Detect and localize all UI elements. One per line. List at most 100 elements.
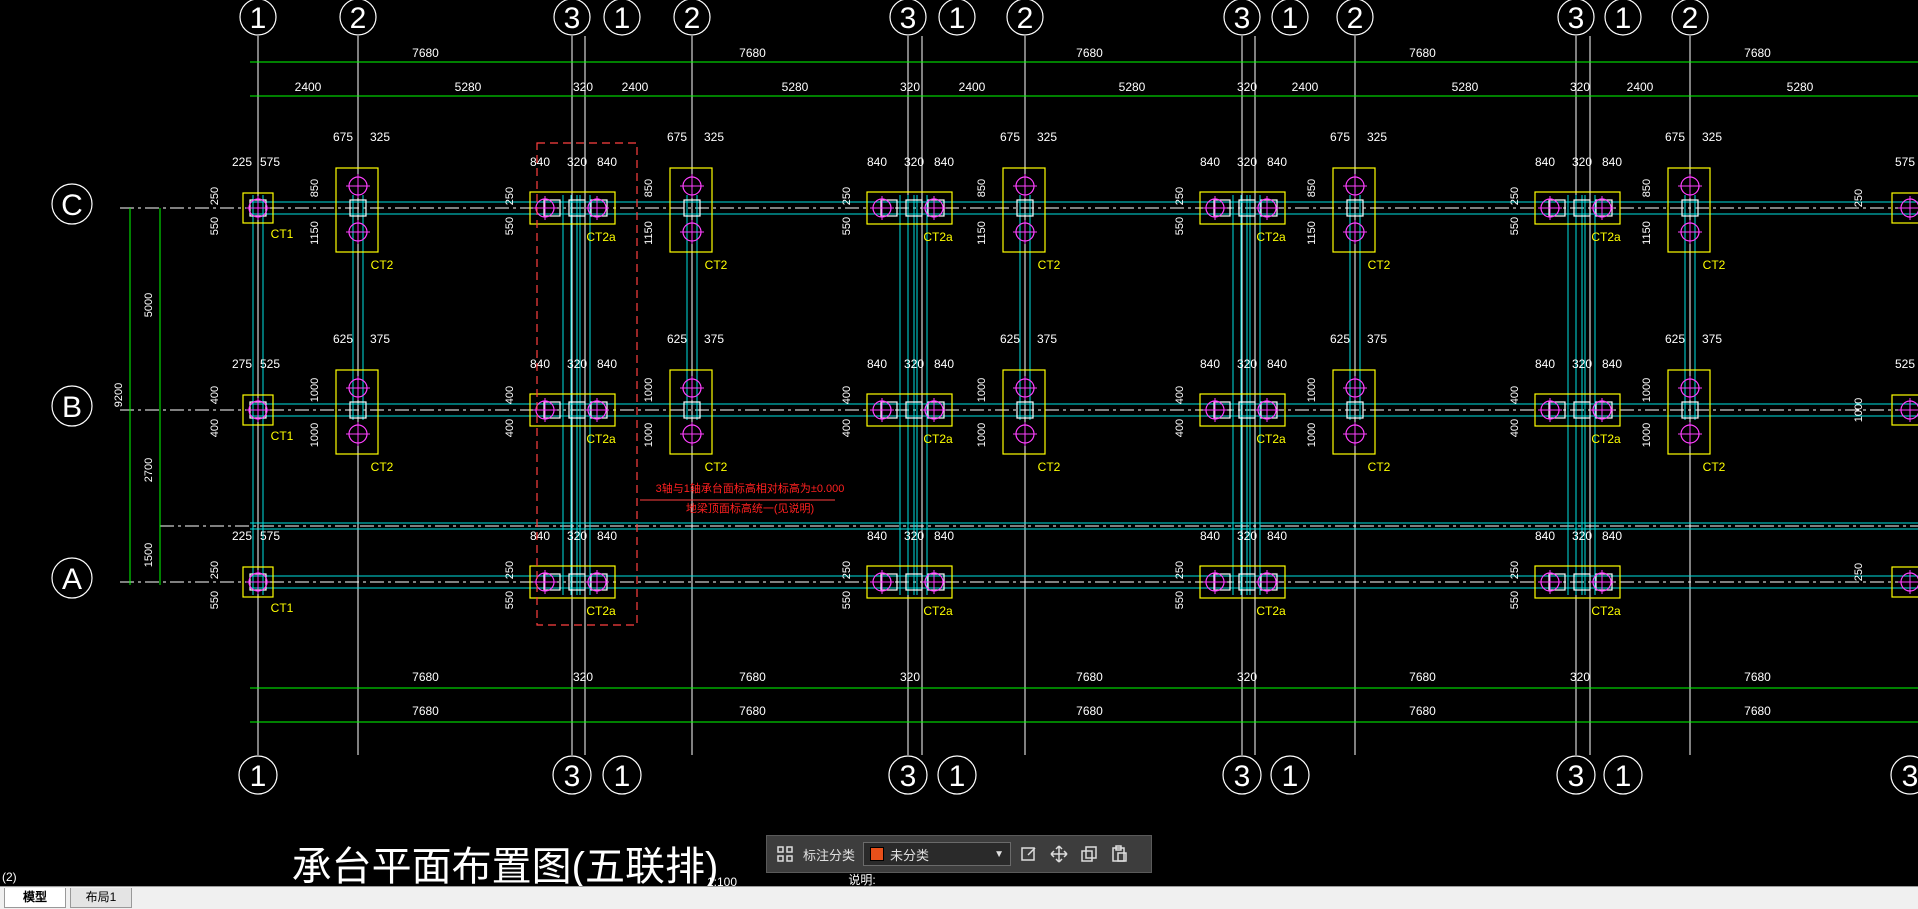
span-dimension: 7680 <box>1744 46 1771 60</box>
sub-dimension: 5280 <box>1452 80 1479 94</box>
column-outline <box>1681 199 1699 217</box>
tab-model[interactable]: 模型 <box>4 888 66 908</box>
axis-label-bottom: 3 <box>1902 760 1918 793</box>
cap-dimension: 320 <box>904 529 924 543</box>
cap-dimension: 320 <box>1237 155 1257 169</box>
span-dimension: 7680 <box>1076 670 1103 684</box>
move-icon[interactable] <box>1047 842 1071 866</box>
axis-bubble <box>937 755 977 795</box>
sub-dimension: 5280 <box>455 80 482 94</box>
sub-dimension: 2400 <box>1292 80 1319 94</box>
cap-dimension: 320 <box>1572 529 1592 543</box>
cap-v-dimension: 400 <box>209 419 221 437</box>
cap-v-dimension: 250 <box>209 561 221 579</box>
cap-dimension: 840 <box>597 357 617 371</box>
cap-v-dimension: 550 <box>1174 591 1186 609</box>
cap-v-dimension: 400 <box>504 419 516 437</box>
cap-dimension: 840 <box>1200 357 1220 371</box>
cap-dimension: 840 <box>1535 529 1555 543</box>
cap-dimension: 625 <box>1330 332 1350 346</box>
paste-icon[interactable] <box>1107 842 1131 866</box>
axis-label-top: 2 <box>350 2 367 35</box>
sub-dimension: 320 <box>900 80 920 94</box>
cap-dimension: 625 <box>667 332 687 346</box>
axis-label-top: 1 <box>949 2 966 35</box>
span-dimension: 7680 <box>1076 46 1103 60</box>
axis-bubble <box>938 0 976 36</box>
tab-layout1[interactable]: 布局1 <box>70 888 132 908</box>
cap-dimension: 840 <box>1200 529 1220 543</box>
cap-v-dimension: 250 <box>1853 563 1865 581</box>
cap-dimension: 575 <box>260 529 280 543</box>
cap-v-dimension: 1000 <box>1306 423 1318 447</box>
category-color-swatch <box>870 847 885 861</box>
cap-ct2 <box>1667 167 1711 253</box>
cap-label-ct2: CT2 <box>705 460 728 474</box>
span-dimension: 7680 <box>1076 704 1103 718</box>
cap-v-dimension: 250 <box>1853 189 1865 207</box>
cap-ct2 <box>1332 167 1376 253</box>
cap-ct2a <box>1199 565 1286 599</box>
cap-v-dimension: 1000 <box>1853 398 1865 422</box>
cap-v-dimension: 1000 <box>1641 378 1653 402</box>
cap-v-dimension: 250 <box>504 561 516 579</box>
cap-ct1 <box>242 394 274 426</box>
copy-icon[interactable] <box>1077 842 1101 866</box>
row-label: C <box>61 189 83 222</box>
cap-dimension: 840 <box>530 529 550 543</box>
cap-dimension: 325 <box>1702 130 1722 144</box>
cap-dimension: 840 <box>530 357 550 371</box>
cap-v-dimension: 550 <box>1509 591 1521 609</box>
axis-label-bottom: 1 <box>949 760 966 793</box>
cap-v-dimension: 400 <box>841 419 853 437</box>
column-outline <box>1016 199 1034 217</box>
axis-label-bottom: 1 <box>250 760 267 793</box>
sub-dimension: 2400 <box>295 80 322 94</box>
cap-v-dimension: 400 <box>841 386 853 404</box>
cap-label-ct2: CT2 <box>371 258 394 272</box>
axis-bubble <box>888 755 928 795</box>
cap-v-dimension: 1000 <box>309 423 321 447</box>
sub-dimension: 5280 <box>1787 80 1814 94</box>
cap-v-dimension: 250 <box>841 561 853 579</box>
cap-edge <box>1891 566 1918 598</box>
cap-label-ct2: CT2 <box>371 460 394 474</box>
sub-dimension: 320 <box>900 670 920 684</box>
row-bubble <box>51 557 93 599</box>
cap-ct2a <box>529 393 616 427</box>
cap-ct2 <box>1332 369 1376 455</box>
cap-dimension: 675 <box>667 130 687 144</box>
column-outline <box>349 401 367 419</box>
column-outline <box>1346 199 1364 217</box>
cap-label-ct2a: CT2a <box>586 604 616 618</box>
column-outline <box>1016 401 1034 419</box>
cap-dimension: 325 <box>1037 130 1057 144</box>
cap-dimension: 320 <box>904 155 924 169</box>
span-dimension: 7680 <box>739 46 766 60</box>
axis-bubble <box>1270 755 1310 795</box>
cap-dimension: 575 <box>260 155 280 169</box>
red-note-line1: 3轴与1轴承台面标高相对标高为±0.000 <box>656 481 845 495</box>
row-dimension: 9200 <box>113 383 125 407</box>
cap-dimension: 840 <box>867 155 887 169</box>
cap-dimension: 325 <box>1367 130 1387 144</box>
span-dimension: 7680 <box>739 670 766 684</box>
annotation-category-select[interactable]: 未分类 ▼ <box>863 842 1012 866</box>
grid-icon[interactable] <box>773 842 797 866</box>
cap-dimension: 275 <box>232 357 252 371</box>
cap-dimension: 320 <box>1237 529 1257 543</box>
sub-dimension: 320 <box>573 80 593 94</box>
cap-ct2a <box>1534 191 1621 225</box>
sub-dimension: 320 <box>1237 670 1257 684</box>
cap-dimension: 840 <box>597 155 617 169</box>
edit-icon[interactable] <box>1017 842 1041 866</box>
span-dimension: 7680 <box>1744 670 1771 684</box>
cap-dimension: 675 <box>333 130 353 144</box>
cap-ct2a <box>866 191 953 225</box>
cap-dimension: 625 <box>1000 332 1020 346</box>
selection-boundary <box>536 142 638 626</box>
axis-label-top: 3 <box>1234 2 1251 35</box>
cap-dimension: 320 <box>1237 357 1257 371</box>
cap-ct2 <box>1667 369 1711 455</box>
